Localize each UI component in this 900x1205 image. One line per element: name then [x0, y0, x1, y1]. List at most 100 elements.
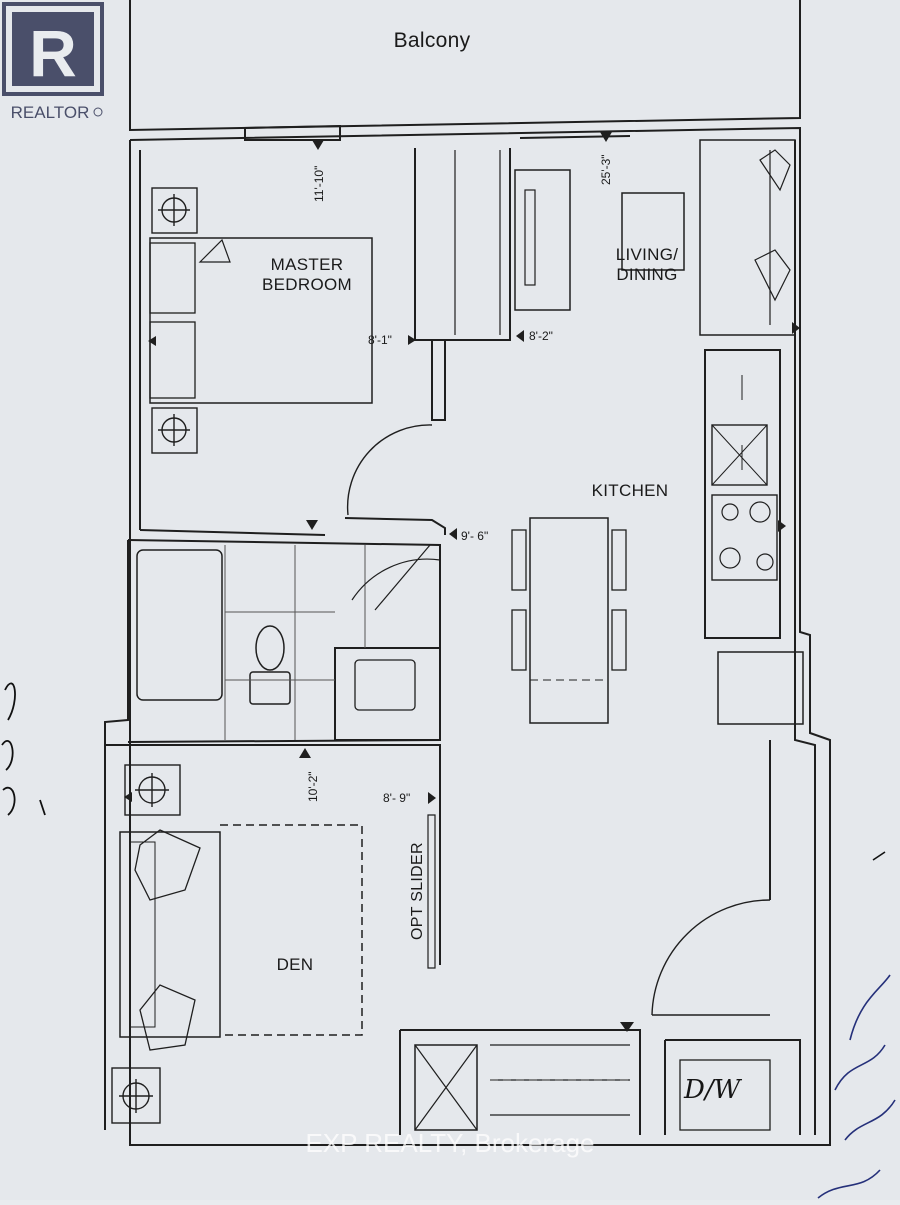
marker-living-width: [516, 330, 524, 342]
kitchen-label: KITCHEN: [592, 481, 669, 500]
bath-tiles: [224, 545, 366, 740]
closet-doors: [454, 150, 501, 335]
master-bedroom-label-line2: BEDROOM: [262, 275, 352, 294]
pen-scribble-left: [1, 682, 46, 816]
kitchen-counter: [704, 349, 781, 639]
bath-corner-wall: [344, 517, 446, 535]
washer-cross: [414, 1044, 478, 1131]
wall-left-lower: [104, 540, 129, 1130]
nightstand-bottom: [151, 407, 198, 454]
opt-slider-panel: [427, 814, 436, 969]
marker-bed-left: [148, 336, 156, 346]
nightstand-top: [151, 187, 198, 234]
media-console: [514, 169, 571, 311]
toilet-tank: [249, 671, 291, 705]
realtor-logo-mark: R REALTOR: [2, 2, 104, 122]
logo-r: R: [29, 16, 77, 90]
dim-den-depth: 10'-2": [306, 771, 320, 802]
handwritten-dw: D/W: [683, 1075, 743, 1105]
balcony-railing: [129, 0, 801, 132]
wall-right-inner: [794, 140, 816, 1135]
dishwasher-closet: [664, 1039, 801, 1135]
ink-scribble-bottom: [817, 1169, 881, 1199]
logo-frame: [2, 2, 104, 96]
dim-living-length: 25'-3": [599, 154, 613, 185]
master-bed: [149, 237, 373, 404]
closet-wall: [414, 148, 511, 341]
marker-den-width: [428, 792, 436, 804]
burner-2: [749, 501, 771, 523]
den-label: DEN: [277, 955, 314, 974]
ink-scribble-right: [834, 974, 896, 1141]
dim-kitchen-depth: 9'- 6": [461, 529, 488, 543]
den-pillow-top: [134, 829, 201, 901]
den-wall: [105, 744, 441, 965]
den-bed-outline: [220, 824, 363, 1036]
nightstands: [111, 187, 198, 1124]
handwritten-left: [1, 682, 46, 816]
dim-bedroom-width: 11'-10": [312, 166, 326, 202]
dining-table: [529, 517, 609, 724]
master-bedroom-label-line1: MASTER: [271, 255, 344, 274]
marker-utility: [620, 1022, 634, 1032]
logo-wordmark: REALTOR: [11, 103, 90, 122]
toilet-bowl: [255, 625, 285, 671]
living-window: [519, 135, 631, 139]
pen-mark-right: [872, 851, 886, 861]
dishwasher-box: [679, 1059, 771, 1131]
den-pillow-bottom: [139, 984, 196, 1051]
bed-pillow-bottom: [149, 321, 196, 399]
marker-kitchen-depth: [449, 528, 457, 540]
cooktop: [711, 494, 778, 581]
entry-door-swing: [651, 899, 771, 1016]
marker-living-right: [792, 322, 800, 334]
marker-den-depth: [299, 748, 311, 758]
burner-3: [719, 547, 741, 569]
bedroom-bath-wall: [139, 529, 326, 536]
den-lamp-top: [124, 764, 181, 816]
den-sofa: [119, 831, 221, 1038]
walls: [104, 0, 831, 1146]
sink: [354, 659, 416, 711]
kitchen-sink: [711, 424, 768, 486]
bedroom-window: [244, 124, 341, 141]
utility-wall: [399, 1029, 641, 1135]
registered-mark: [93, 107, 103, 117]
marker-bath-top: [306, 520, 318, 530]
dim-den-width: 8'- 9": [383, 791, 410, 805]
coffee-table: [621, 192, 685, 271]
den-sofa-back: [129, 841, 156, 1028]
bed-fold: [198, 238, 231, 263]
dimension-markers: [124, 132, 800, 1032]
sofa-cushions: [754, 149, 791, 302]
brokerage-watermark: EXP REALTY, Brokerage: [305, 1128, 594, 1158]
fridge: [717, 651, 804, 725]
chair-4: [611, 609, 627, 671]
chair-3: [611, 529, 627, 591]
handwritten-notes: [817, 851, 896, 1199]
den-lamp-bottom: [111, 1067, 161, 1124]
exterior-wall-outer: [129, 126, 831, 1146]
bath-door-swing: [351, 544, 441, 611]
logo-box: [12, 12, 94, 86]
sofa: [699, 139, 796, 336]
bedroom-door-swing: [346, 424, 433, 516]
tv: [524, 189, 536, 286]
partition-stub: [431, 340, 446, 421]
marker-bedroom-width: [312, 140, 324, 150]
burner-4: [756, 553, 774, 571]
dim-bedroom-depth: 8'-1": [368, 333, 392, 347]
washer-dryer: [414, 1044, 478, 1131]
vanity: [334, 647, 441, 741]
realtor-logo: R REALTOR: [0, 0, 106, 126]
burner-1: [721, 503, 739, 521]
dim-living-width: 8'-2": [529, 329, 553, 343]
marker-bedroom-depth: [408, 335, 416, 345]
bathroom-walls: [127, 539, 441, 743]
bed-pillow-top: [149, 242, 196, 314]
living-label-line2: DINING: [616, 265, 677, 284]
bathtub: [136, 549, 223, 701]
